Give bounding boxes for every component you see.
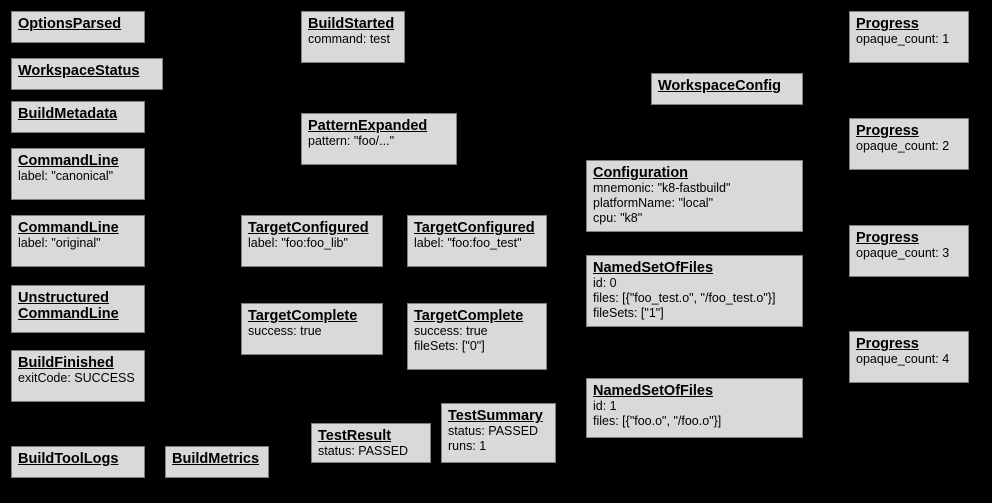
node-title: OptionsParsed	[18, 16, 122, 32]
node-attribute-line: success: true	[414, 324, 488, 338]
node-attribute-line: opaque_count: 3	[856, 246, 950, 260]
node-attributes: exitCode: SUCCESS	[18, 371, 138, 386]
node-title: CommandLine	[18, 220, 119, 236]
node-title: BuildMetrics	[172, 451, 260, 467]
node-attribute-line: label: "foo:foo_test"	[414, 236, 522, 250]
node-attribute-line: mnemonic: "k8-fastbuild"	[593, 181, 731, 195]
node-attribute-line: cpu: "k8"	[593, 211, 643, 225]
node-title: NamedSetOfFiles	[593, 383, 714, 399]
node-attributes: opaque_count: 3	[856, 246, 962, 261]
node-attribute-line: exitCode: SUCCESS	[18, 371, 135, 385]
node-attributes: label: "foo:foo_test"	[414, 236, 540, 251]
node-attributes: success: true	[248, 324, 376, 339]
node-title: WorkspaceStatus	[18, 63, 140, 79]
node-title: WorkspaceConfig	[658, 78, 782, 94]
node-build-metadata[interactable]: BuildMetadata	[11, 101, 145, 133]
node-attribute-line: status: PASSED	[448, 424, 539, 438]
node-attributes: command: test	[308, 32, 398, 47]
node-title: TestResult	[318, 428, 392, 444]
node-attributes: mnemonic: "k8-fastbuild"platformName: "l…	[593, 181, 796, 226]
node-build-tool-logs[interactable]: BuildToolLogs	[11, 446, 145, 478]
node-title: BuildMetadata	[18, 106, 118, 122]
node-attribute-line: label: "foo:foo_lib"	[248, 236, 348, 250]
node-attributes: label: "canonical"	[18, 169, 138, 184]
node-attribute-line: success: true	[248, 324, 322, 338]
node-title: Progress	[856, 123, 919, 139]
node-title: Unstructured CommandLine	[18, 290, 119, 322]
node-attribute-line: opaque_count: 4	[856, 352, 950, 366]
node-title: Progress	[856, 230, 919, 246]
node-attribute-line: id: 1	[593, 399, 617, 413]
node-title: TestSummary	[448, 408, 543, 424]
node-attribute-line: id: 0	[593, 276, 617, 290]
node-title: TargetComplete	[414, 308, 524, 324]
node-attribute-line: fileSets: ["0"]	[414, 339, 485, 353]
node-title: TargetConfigured	[248, 220, 369, 236]
node-title: BuildStarted	[308, 16, 395, 32]
node-attribute-line: status: PASSED	[318, 444, 409, 458]
node-title: CommandLine	[18, 153, 119, 169]
node-workspace-config[interactable]: WorkspaceConfig	[651, 73, 803, 105]
node-unstructured-command-line[interactable]: Unstructured CommandLine	[11, 285, 145, 333]
node-attribute-line: label: "original"	[18, 236, 101, 250]
node-title: BuildFinished	[18, 355, 114, 371]
node-attribute-line: runs: 1	[448, 439, 487, 453]
node-workspace-status[interactable]: WorkspaceStatus	[11, 58, 163, 90]
node-options-parsed[interactable]: OptionsParsed	[11, 11, 145, 43]
node-attributes: opaque_count: 4	[856, 352, 962, 367]
node-attribute-line: fileSets: ["1"]	[593, 306, 664, 320]
node-attributes: label: "foo:foo_lib"	[248, 236, 376, 251]
node-attribute-line: files: [{"foo_test.o", "/foo_test.o"}]	[593, 291, 776, 305]
node-attributes: opaque_count: 2	[856, 139, 962, 154]
node-attribute-line: files: [{"foo.o", "/foo.o"}]	[593, 414, 722, 428]
node-attributes: status: PASSED	[318, 444, 424, 459]
node-build-metrics[interactable]: BuildMetrics	[165, 446, 269, 478]
node-attribute-line: platformName: "local"	[593, 196, 714, 210]
node-attributes: pattern: "foo/..."	[308, 134, 450, 149]
node-title: PatternExpanded	[308, 118, 428, 134]
node-attribute-line: pattern: "foo/..."	[308, 134, 395, 148]
node-attribute-line: command: test	[308, 32, 390, 46]
node-attribute-line: opaque_count: 2	[856, 139, 950, 153]
node-attributes: opaque_count: 1	[856, 32, 962, 47]
node-attribute-line: label: "canonical"	[18, 169, 114, 183]
node-title: Progress	[856, 336, 919, 352]
node-title: TargetComplete	[248, 308, 358, 324]
node-attribute-line: opaque_count: 1	[856, 32, 950, 46]
node-title: BuildToolLogs	[18, 451, 119, 467]
node-title: Progress	[856, 16, 919, 32]
node-attributes: label: "original"	[18, 236, 138, 251]
node-title: TargetConfigured	[414, 220, 535, 236]
node-title: NamedSetOfFiles	[593, 260, 714, 276]
node-title: Configuration	[593, 165, 689, 181]
